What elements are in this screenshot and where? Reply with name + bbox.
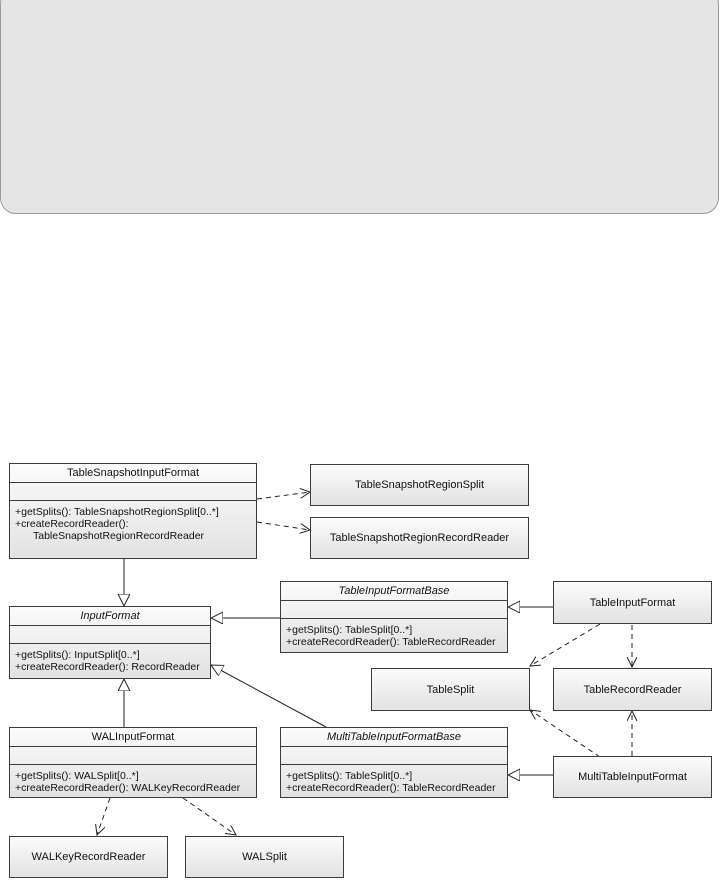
- operations-compartment: +getSplits(): WALSplit[0..*] +createReco…: [10, 765, 256, 794]
- dependency-snapshot-to-regionrecordreader: [256, 521, 310, 530]
- box-multi-table-input-format[interactable]: MultiTableInputFormat: [553, 756, 712, 798]
- operations-compartment: +getSplits(): TableSplit[0..*] +createRe…: [281, 765, 507, 794]
- operation: +createRecordReader(): RecordReader: [15, 661, 200, 673]
- operations-compartment: +getSplits(): TableSplit[0..*] +createRe…: [281, 619, 507, 648]
- operation: +getSplits(): TableSplit[0..*]: [286, 624, 413, 636]
- box-wal-split[interactable]: WALSplit: [185, 836, 344, 878]
- operation: +getSplits(): TableSplit[0..*]: [286, 770, 413, 782]
- operations-compartment: +getSplits(): InputSplit[0..*] +createRe…: [10, 644, 210, 673]
- operation-continuation: TableSnapshotRegionRecordReader: [33, 530, 205, 542]
- operation: +createRecordReader():: [15, 518, 129, 530]
- operation: +createRecordReader(): TableRecordReader: [286, 782, 496, 794]
- class-name: InputFormat: [10, 607, 210, 626]
- class-name: TableSnapshotInputFormat: [10, 464, 256, 483]
- class-name: WALInputFormat: [10, 728, 256, 747]
- operation: +createRecordReader(): TableRecordReader: [286, 636, 496, 648]
- generalization-multitablebase-to-inputformat: [211, 665, 327, 728]
- class-wal-input-format[interactable]: WALInputFormat +getSplits(): WALSplit[0.…: [9, 727, 257, 798]
- attributes-compartment: [10, 747, 256, 765]
- box-wal-key-record-reader[interactable]: WALKeyRecordReader: [9, 836, 168, 878]
- box-table-split[interactable]: TableSplit: [371, 668, 530, 711]
- box-table-input-format[interactable]: TableInputFormat: [553, 581, 712, 624]
- attributes-compartment: [281, 747, 507, 765]
- class-multi-table-input-format-base[interactable]: MultiTableInputFormatBase +getSplits(): …: [280, 727, 508, 798]
- dependency-wal-to-walkeyrecordreader: [97, 797, 111, 835]
- class-name: MultiTableInputFormatBase: [281, 728, 507, 747]
- top-panel: [0, 0, 719, 214]
- dependency-tableinputformat-to-tablesplit: [530, 623, 601, 666]
- dependency-snapshot-to-regionsplit: [256, 492, 310, 500]
- attributes-compartment: [10, 626, 210, 644]
- box-table-snapshot-region-split[interactable]: TableSnapshotRegionSplit: [310, 464, 529, 506]
- class-name: TableInputFormatBase: [281, 582, 507, 601]
- class-table-input-format-base[interactable]: TableInputFormatBase +getSplits(): Table…: [280, 581, 508, 653]
- operation: +getSplits(): TableSnapshotRegionSplit[0…: [15, 506, 219, 518]
- box-table-snapshot-region-record-reader[interactable]: TableSnapshotRegionRecordReader: [310, 517, 529, 559]
- box-table-record-reader[interactable]: TableRecordReader: [553, 668, 712, 711]
- dependency-wal-to-walsplit: [182, 797, 236, 835]
- attributes-compartment: [281, 601, 507, 619]
- class-table-snapshot-input-format[interactable]: TableSnapshotInputFormat +getSplits(): T…: [9, 463, 257, 559]
- operations-compartment: +getSplits(): TableSnapshotRegionSplit[0…: [10, 501, 256, 542]
- dependency-multitable-to-tablesplit: [530, 710, 601, 758]
- operation: +getSplits(): InputSplit[0..*]: [15, 649, 140, 661]
- operation: +createRecordReader(): WALKeyRecordReade…: [15, 782, 241, 794]
- class-input-format[interactable]: InputFormat +getSplits(): InputSplit[0..…: [9, 606, 211, 679]
- operation: +getSplits(): WALSplit[0..*]: [15, 770, 139, 782]
- attributes-compartment: [10, 483, 256, 501]
